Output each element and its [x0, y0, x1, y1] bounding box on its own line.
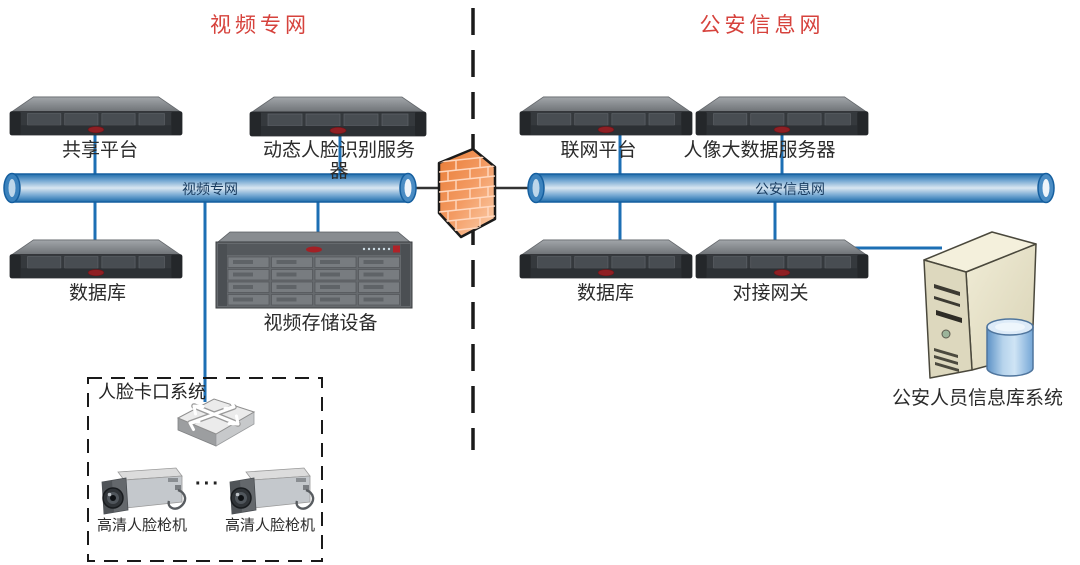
firewall-icon	[439, 149, 495, 237]
left-network-title: 视频专网	[210, 14, 310, 37]
share-platform-label: 共享平台	[61, 140, 138, 161]
database-cylinder-icon	[986, 318, 1034, 377]
portrait-bigdata-label: 人像大数据服务器	[683, 140, 836, 161]
checkpoint-system-title: 人脸卡口系统	[98, 382, 206, 402]
database-server-right-icon	[519, 239, 693, 279]
database-right-label: 数据库	[576, 283, 634, 304]
network-platform-label: 联网平台	[560, 140, 637, 161]
right-network-title: 公安信息网	[699, 14, 825, 37]
database-server-left-icon	[9, 239, 183, 279]
face-recognition-server-icon	[249, 96, 427, 137]
face-recognition-server-label: 动态人脸识别服务器	[262, 140, 415, 182]
switch-icon	[178, 399, 254, 446]
camera-right-label: 高清人脸枪机	[224, 517, 315, 534]
face-camera-left-icon	[100, 466, 187, 516]
video-bus-label: 视频专网	[182, 181, 238, 197]
share-platform-server-icon	[9, 96, 183, 136]
video-storage-label: 视频存储设备	[263, 313, 378, 334]
checkpoint-dashed-box	[87, 377, 323, 562]
connector-lines	[93, 131, 942, 402]
network-platform-server-icon	[519, 96, 693, 136]
police-bus-label: 公安信息网	[755, 181, 825, 197]
video-storage-device-icon	[215, 231, 413, 309]
database-left-label: 数据库	[68, 283, 126, 304]
police-network-bus-pipe	[527, 172, 1055, 204]
video-network-bus-pipe	[3, 172, 417, 204]
portrait-bigdata-server-icon	[695, 96, 869, 136]
camera-left-label: 高清人脸枪机	[96, 517, 187, 534]
gateway-label: 对接网关	[732, 283, 809, 304]
face-camera-right-icon	[228, 466, 315, 516]
gateway-server-icon	[695, 239, 869, 279]
camera-ellipsis: ···	[195, 473, 221, 495]
personnel-info-system-label: 公安人员信息库系统	[891, 388, 1063, 409]
